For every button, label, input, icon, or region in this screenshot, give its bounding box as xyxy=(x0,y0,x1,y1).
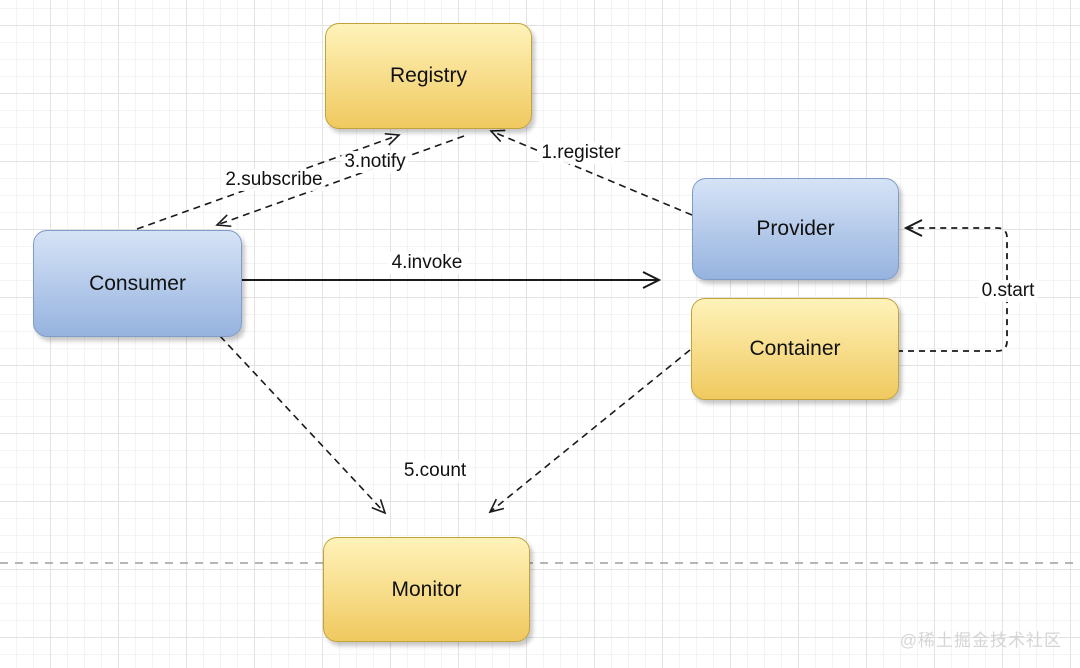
edge-label-register: 1.register xyxy=(538,142,624,164)
node-registry: Registry xyxy=(325,23,532,129)
edge-notify-line xyxy=(215,135,465,228)
edge-label-subscribe: 2.subscribe xyxy=(222,169,326,191)
edge-label-start: 0.start xyxy=(978,280,1038,302)
node-consumer: Consumer xyxy=(33,230,242,337)
edge-register-line xyxy=(489,129,693,216)
node-provider-label: Provider xyxy=(756,217,835,240)
node-container-label: Container xyxy=(749,337,841,360)
edge-subscribe-line xyxy=(136,132,401,230)
edge-label-count: 5.count xyxy=(400,460,470,482)
node-monitor-label: Monitor xyxy=(391,577,462,601)
node-provider: Provider xyxy=(692,178,899,280)
node-monitor: Monitor xyxy=(323,537,530,642)
node-registry-label: Registry xyxy=(389,64,468,87)
edge-label-notify: 3.notify xyxy=(341,151,409,173)
watermark-text: @稀土掘金技术社区 xyxy=(899,631,1062,650)
node-consumer-label: Consumer xyxy=(89,271,186,295)
edge-count-container-line xyxy=(488,349,691,514)
edge-label-invoke: 4.invoke xyxy=(388,252,466,274)
node-container: Container xyxy=(691,298,899,400)
edge-count-consumer-line xyxy=(219,335,387,515)
